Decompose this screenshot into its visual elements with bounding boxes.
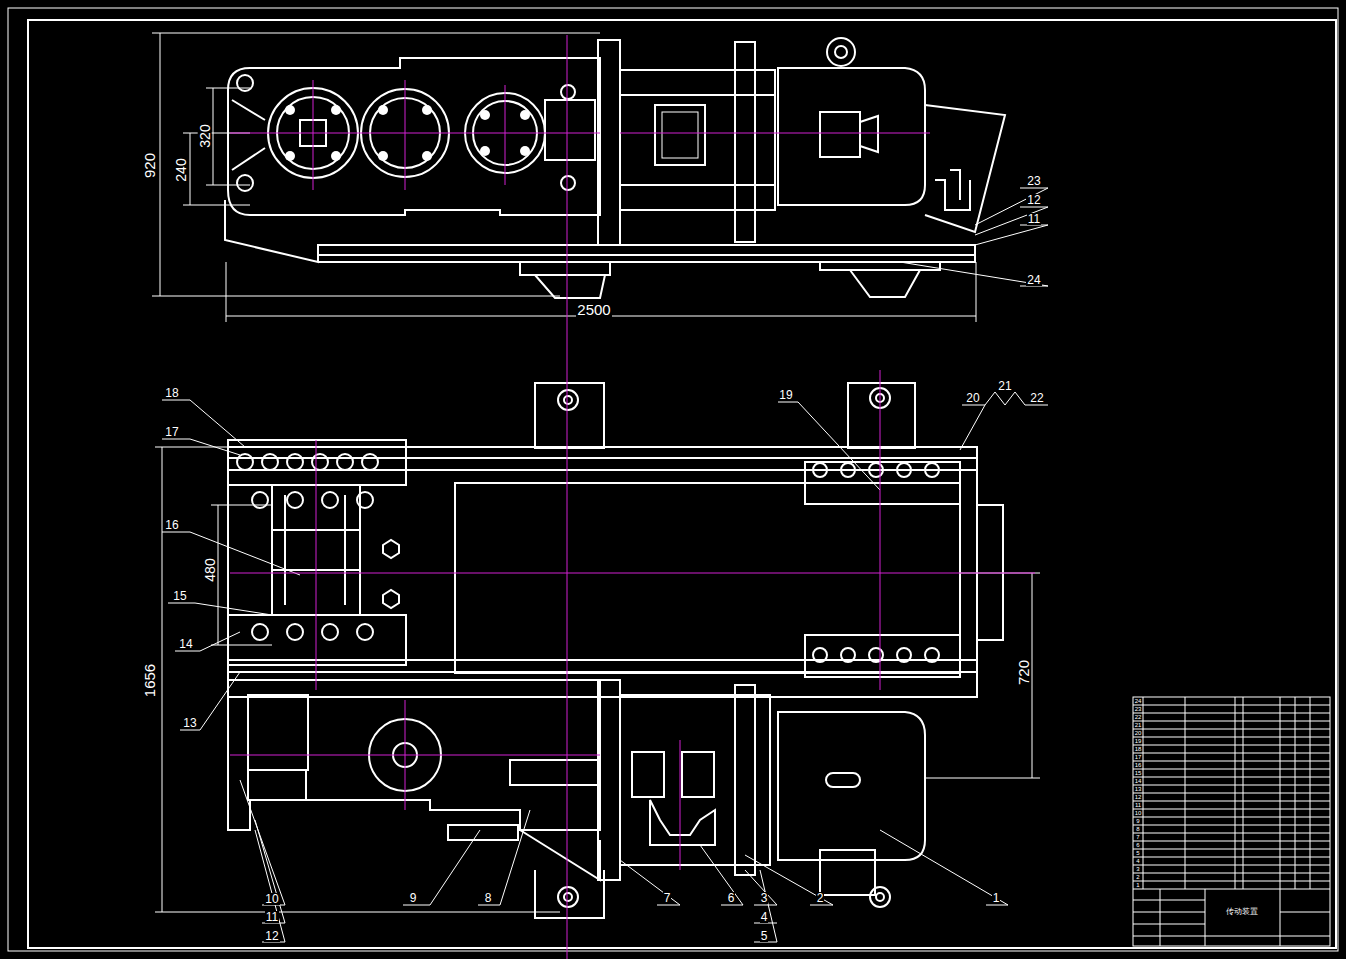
callout-number: 17 [164, 426, 179, 438]
callout-number: 12 [1026, 194, 1041, 206]
callout-number: 13 [182, 717, 197, 729]
dimension-text: 320 [198, 123, 212, 148]
callout-number: 20 [965, 392, 980, 404]
dimension-text: 1656 [143, 662, 158, 697]
table-cell: 13 [1134, 786, 1143, 792]
callout-number: 7 [663, 892, 672, 904]
callout-number: 2 [816, 892, 825, 904]
table-cell: 2 [1135, 874, 1140, 880]
table-cell: 1 [1135, 882, 1140, 888]
table-cell: 23 [1134, 706, 1143, 712]
table-cell: 5 [1135, 850, 1140, 856]
dimension-text: 2500 [576, 302, 611, 317]
callout-number: 24 [1026, 274, 1041, 286]
table-cell: 3 [1135, 866, 1140, 872]
callout-number: 22 [1029, 392, 1044, 404]
dimension-text: 480 [203, 557, 217, 582]
dimension-text: 720 [1017, 658, 1032, 685]
callout-number: 6 [727, 892, 736, 904]
callout-number: 11 [265, 911, 279, 923]
table-cell: 21 [1134, 722, 1143, 728]
callout-number: 10 [264, 893, 279, 905]
table-cell: 20 [1134, 730, 1143, 736]
table-cell: 4 [1135, 858, 1140, 864]
callout-number: 12 [264, 930, 279, 942]
callout-number: 19 [778, 389, 793, 401]
callout-number: 5 [760, 930, 769, 942]
table-cell: 16 [1134, 762, 1143, 768]
callout-number: 15 [172, 590, 187, 602]
table-cell: 15 [1134, 770, 1143, 776]
callout-number: 18 [164, 387, 179, 399]
dimension-text: 240 [174, 157, 188, 182]
table-cell: 12 [1134, 794, 1143, 800]
callout-number: 14 [178, 638, 193, 650]
callout-number: 16 [164, 519, 179, 531]
table-cell: 9 [1135, 818, 1140, 824]
table-cell: 11 [1134, 802, 1142, 808]
table-cell: 6 [1135, 842, 1140, 848]
callout-number: 11 [1027, 213, 1041, 225]
dimension-text: 920 [143, 151, 158, 178]
table-cell: 17 [1134, 754, 1143, 760]
callout-number: 1 [992, 892, 1001, 904]
table-cell: 14 [1134, 778, 1143, 784]
table-cell: 22 [1134, 714, 1143, 720]
table-cell: 7 [1135, 834, 1140, 840]
table-cell: 18 [1134, 746, 1143, 752]
callout-number: 21 [997, 380, 1012, 392]
callout-number: 9 [409, 892, 418, 904]
callout-number: 8 [484, 892, 493, 904]
callout-number: 23 [1026, 175, 1041, 187]
callout-number: 4 [760, 911, 769, 923]
title-block-text: 传动装置 [1225, 908, 1259, 916]
table-cell: 10 [1134, 810, 1143, 816]
table-cell: 8 [1135, 826, 1140, 832]
table-cell: 24 [1134, 698, 1143, 704]
table-cell: 19 [1134, 738, 1143, 744]
callout-number: 3 [760, 892, 769, 904]
